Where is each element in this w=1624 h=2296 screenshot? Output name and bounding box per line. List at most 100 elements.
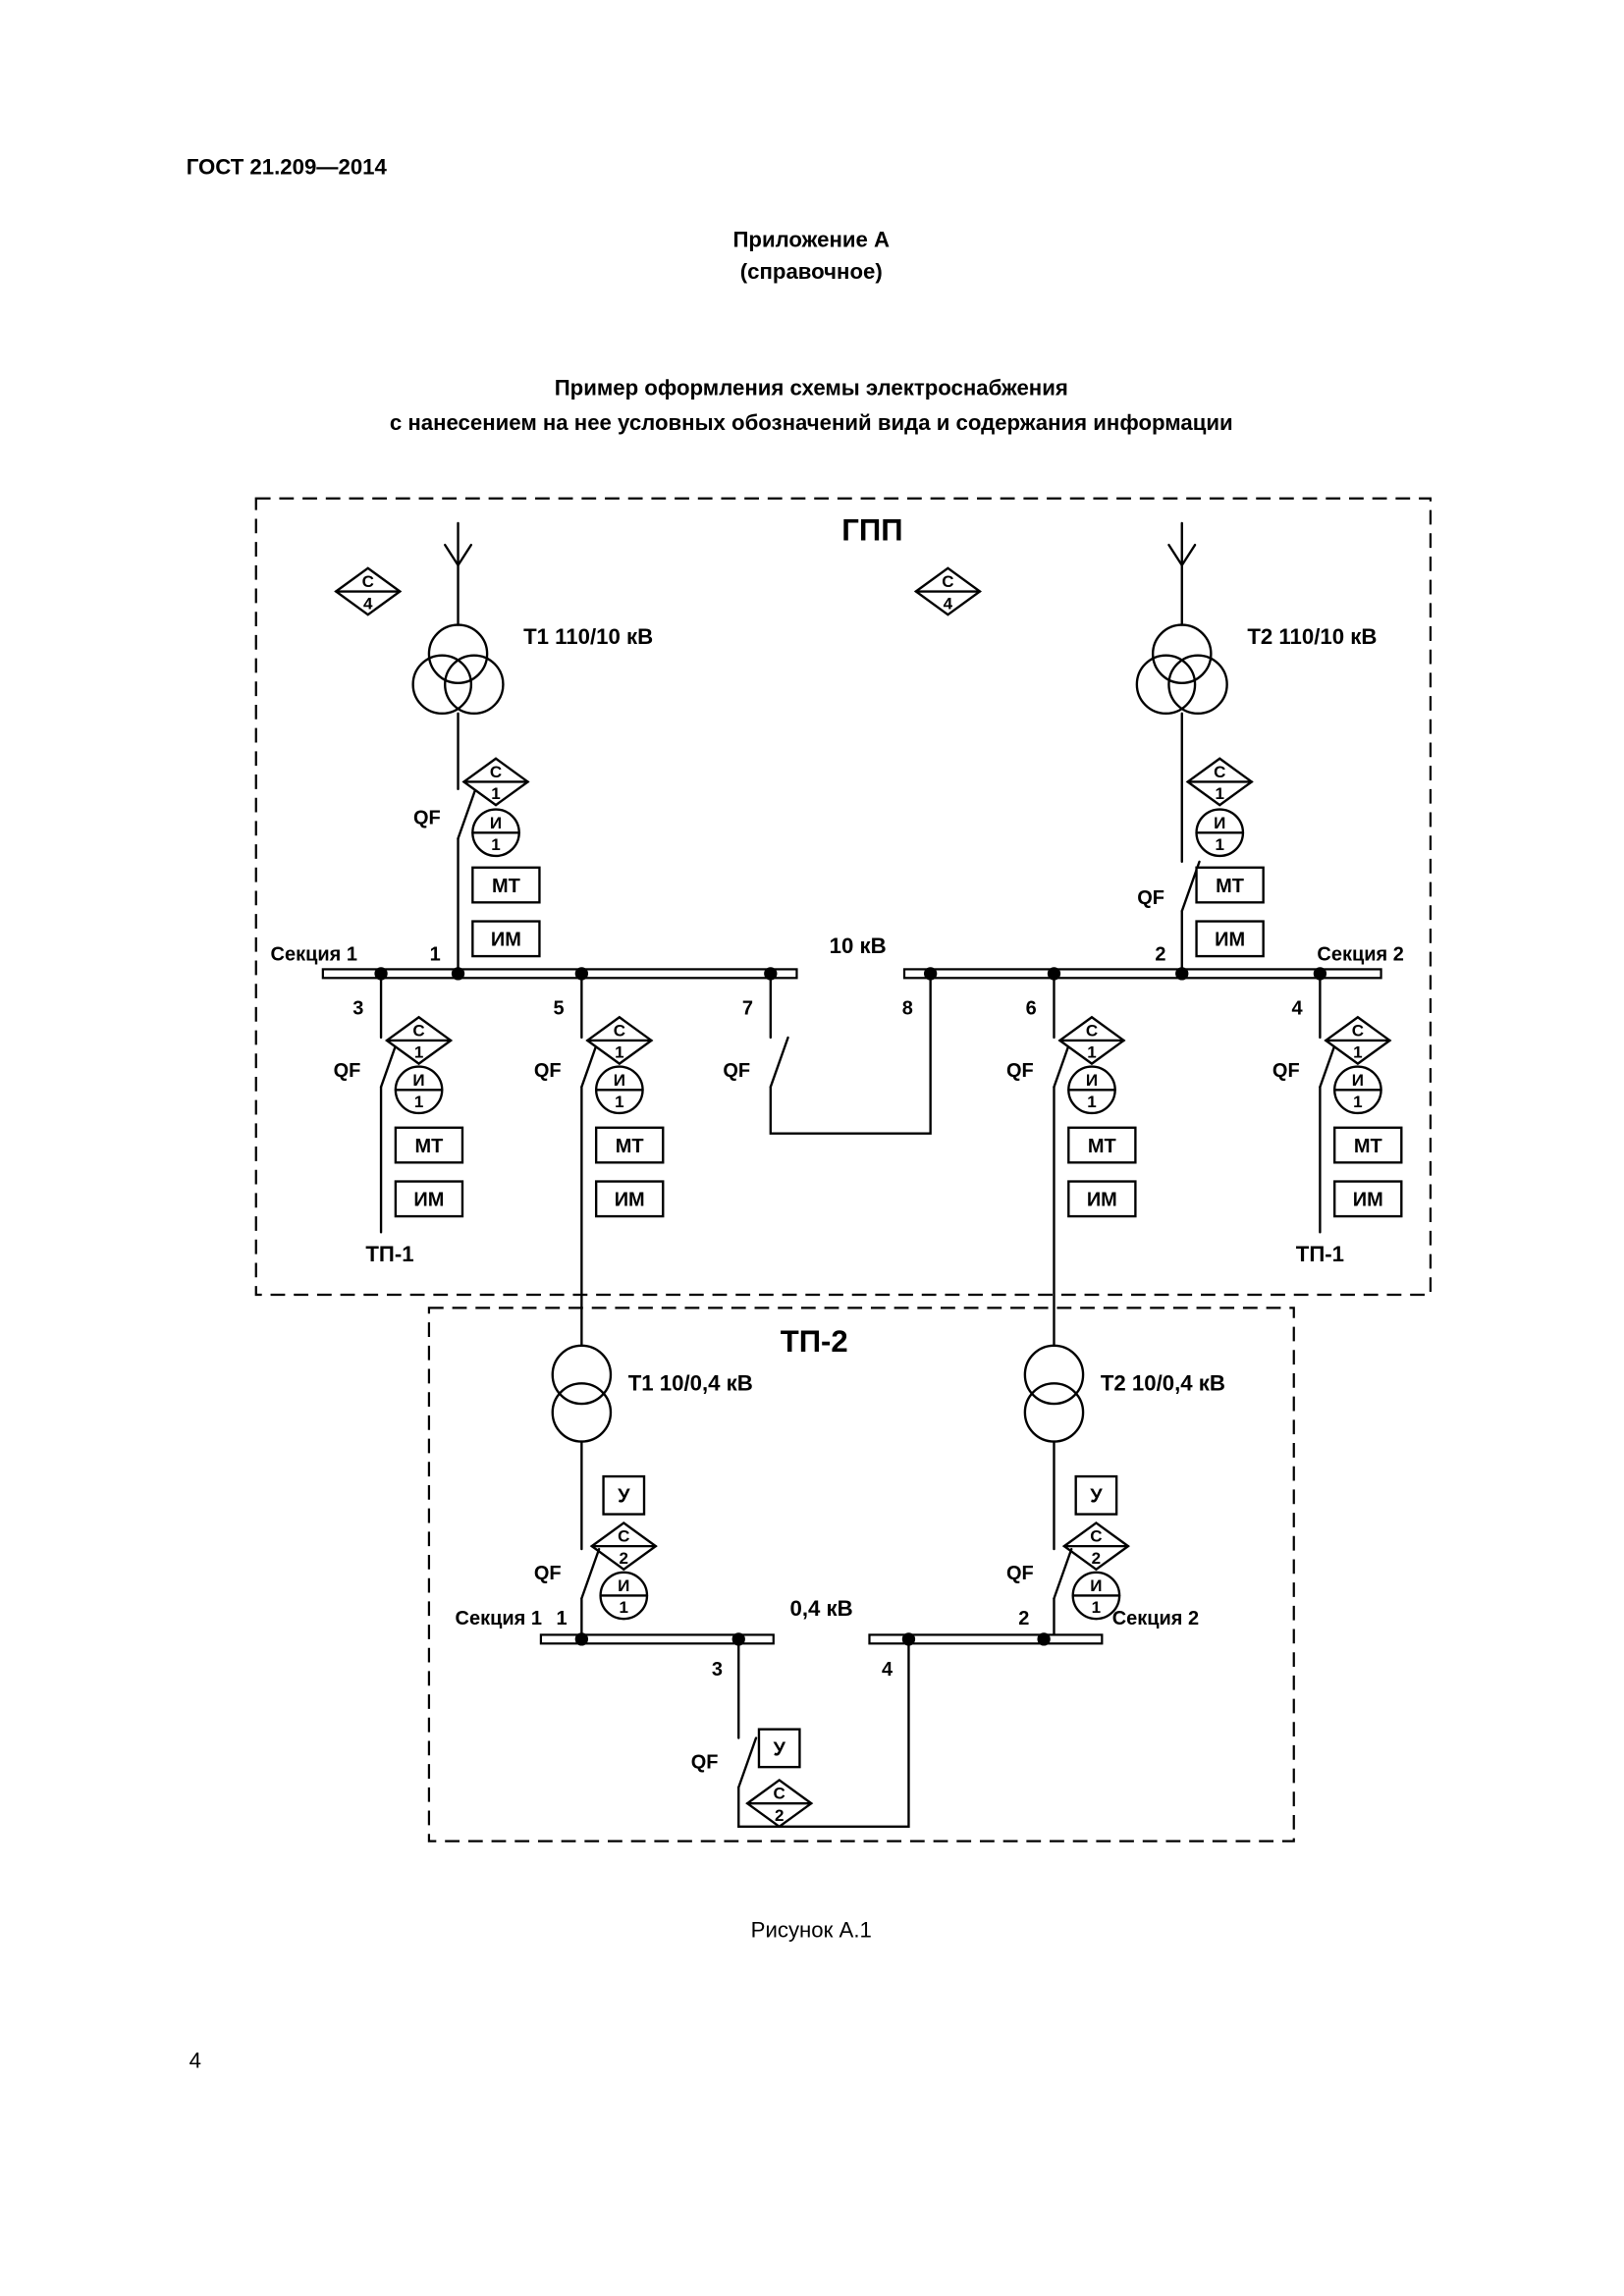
meter-circle-i1-t1: И 1: [471, 808, 520, 858]
meter-index: 1: [1087, 1093, 1096, 1111]
meter-letter: С: [1214, 763, 1225, 781]
meter-index: 1: [1216, 835, 1224, 854]
tp1-right-label: ТП-1: [1296, 1242, 1344, 1266]
meter-index: 1: [491, 835, 500, 854]
gpp-boundary: [254, 497, 1433, 1297]
meter-circle-i1-tp2-right: И 1: [1071, 1571, 1121, 1621]
meter-index: 1: [414, 1043, 423, 1062]
breaker-label: QF: [534, 1060, 562, 1082]
transformer-t2-04-symbol: [1023, 1344, 1085, 1443]
breaker-qf-tp2-left: QF: [534, 1547, 601, 1636]
feeder-6: QF С 1 И 1 МТ ИМ: [1006, 977, 1137, 1348]
bus-tie-10kv: QF: [723, 977, 932, 1135]
supply-line-right: [1167, 521, 1197, 626]
section1-label: Секция 1: [271, 944, 357, 966]
breaker-label: QF: [334, 1060, 361, 1082]
breaker-label: QF: [691, 1752, 719, 1774]
tp2-title: ТП-2: [781, 1324, 848, 1359]
node-6-label: 6: [1026, 997, 1037, 1019]
down-arrow-icon: [444, 543, 473, 568]
feeder-4: QF С 1 И 1 МТ ИМ: [1272, 977, 1403, 1234]
supply-line-left: [444, 521, 473, 626]
feeder-5: QF С 1 И 1 МТ ИМ: [534, 977, 665, 1348]
device-box-label: У: [1090, 1486, 1103, 1508]
meter-index: 1: [1087, 1043, 1096, 1062]
breaker-qf-t1: QF: [413, 712, 477, 971]
page-header: ГОСТ 21.209—2014 Приложение А (справочно…: [187, 155, 1233, 436]
meter-letter: И: [1214, 814, 1225, 832]
meter-index: 1: [1353, 1043, 1362, 1062]
device-box-label: ИМ: [1087, 1190, 1117, 1211]
meter-index: 1: [615, 1093, 623, 1111]
meter-letter: И: [412, 1071, 424, 1090]
device-box-label: МТ: [1354, 1136, 1382, 1157]
meter-index: 1: [620, 1598, 628, 1617]
bus-junction-dots: [374, 967, 1327, 981]
meter-index: 2: [1092, 1549, 1101, 1568]
breaker-label: QF: [723, 1060, 750, 1082]
meter-letter: И: [1352, 1071, 1364, 1090]
node-7-label: 7: [742, 997, 753, 1019]
meter-letter: С: [490, 763, 502, 781]
meter-index: 1: [615, 1043, 623, 1062]
breaker-label: QF: [1006, 1060, 1034, 1082]
bus-section2-04kv: 2 Секция 2 4: [868, 1608, 1199, 1681]
section2-label: Секция 2: [1112, 1608, 1199, 1629]
transformer-t1-04-label: Т1 10/0,4 кВ: [628, 1371, 753, 1396]
device-box-mt-t1: МТ: [471, 866, 541, 904]
meter-diamond-c4-left: С 4: [334, 566, 403, 616]
figure-title-line2: с нанесением на нее условных обозначений…: [390, 410, 1233, 435]
device-box-label: МТ: [1216, 876, 1244, 897]
meter-letter: С: [774, 1785, 785, 1803]
gpp-title: ГПП: [841, 513, 902, 548]
tp2-block: ТП-2 Т1 10/0,4 кВ У С 2 QF И 1: [427, 1307, 1295, 1842]
node-2-label: 2: [1155, 944, 1165, 966]
tp1-left-label: ТП-1: [365, 1242, 413, 1266]
meter-letter: С: [1086, 1022, 1098, 1041]
meter-letter: И: [614, 1071, 625, 1090]
device-box-label: МТ: [1088, 1136, 1116, 1157]
meter-index: 1: [1216, 784, 1224, 803]
breaker-label: QF: [1272, 1060, 1300, 1082]
voltage-04kv-label: 0,4 кВ: [790, 1596, 853, 1621]
device-box-label: ИМ: [1353, 1190, 1383, 1211]
device-box-label: У: [618, 1486, 630, 1508]
device-box-im-t1: ИМ: [471, 920, 541, 958]
bus-section1-10kv: Секция 1 1 3 5 7: [271, 944, 798, 1019]
appendix-heading: Приложение А: [732, 228, 890, 252]
node-4-label: 4: [882, 1659, 893, 1681]
section1-label: Секция 1: [456, 1608, 542, 1629]
node-8-label: 8: [902, 997, 913, 1019]
node-2-label: 2: [1018, 1608, 1029, 1629]
meter-letter: С: [618, 1527, 629, 1546]
meter-index: 4: [363, 594, 373, 613]
device-box-label: МТ: [616, 1136, 644, 1157]
transformer-t1-label: Т1 110/10 кВ: [523, 624, 653, 649]
doc-number: ГОСТ 21.209—2014: [187, 155, 388, 180]
feeder-3: QF С 1 И 1 МТ ИМ: [334, 977, 464, 1234]
figure-caption: Рисунок А.1: [751, 1917, 872, 1942]
meter-index: 2: [620, 1549, 628, 1568]
down-arrow-icon: [1167, 543, 1197, 568]
node-5-label: 5: [553, 997, 564, 1019]
meter-letter: И: [618, 1576, 629, 1595]
meter-index: 2: [775, 1806, 784, 1825]
device-box-label: ИМ: [413, 1190, 444, 1211]
figure-title-line1: Пример оформления схемы электроснабжения: [555, 376, 1068, 400]
device-box-mt-t2: МТ: [1195, 866, 1265, 904]
meter-letter: И: [490, 814, 502, 832]
bus-junction-dots-04: [574, 1632, 1051, 1646]
device-box-im-t2: ИМ: [1195, 920, 1265, 958]
device-box-label: У: [773, 1738, 785, 1760]
meter-letter: С: [1090, 1527, 1102, 1546]
node-1-label: 1: [556, 1608, 567, 1629]
meter-diamond-c1-t2: С 1: [1185, 757, 1254, 807]
meter-circle-i1-t2: И 1: [1195, 808, 1245, 858]
transformer-t1-110-symbol: [411, 623, 505, 716]
bus-tie-04kv: QF У С 2: [691, 1642, 910, 1829]
meter-diamond-c2-right: С 2: [1061, 1521, 1130, 1572]
tp2-boundary: [427, 1307, 1295, 1842]
node-1-label: 1: [430, 944, 441, 966]
meter-index: 1: [414, 1093, 423, 1111]
